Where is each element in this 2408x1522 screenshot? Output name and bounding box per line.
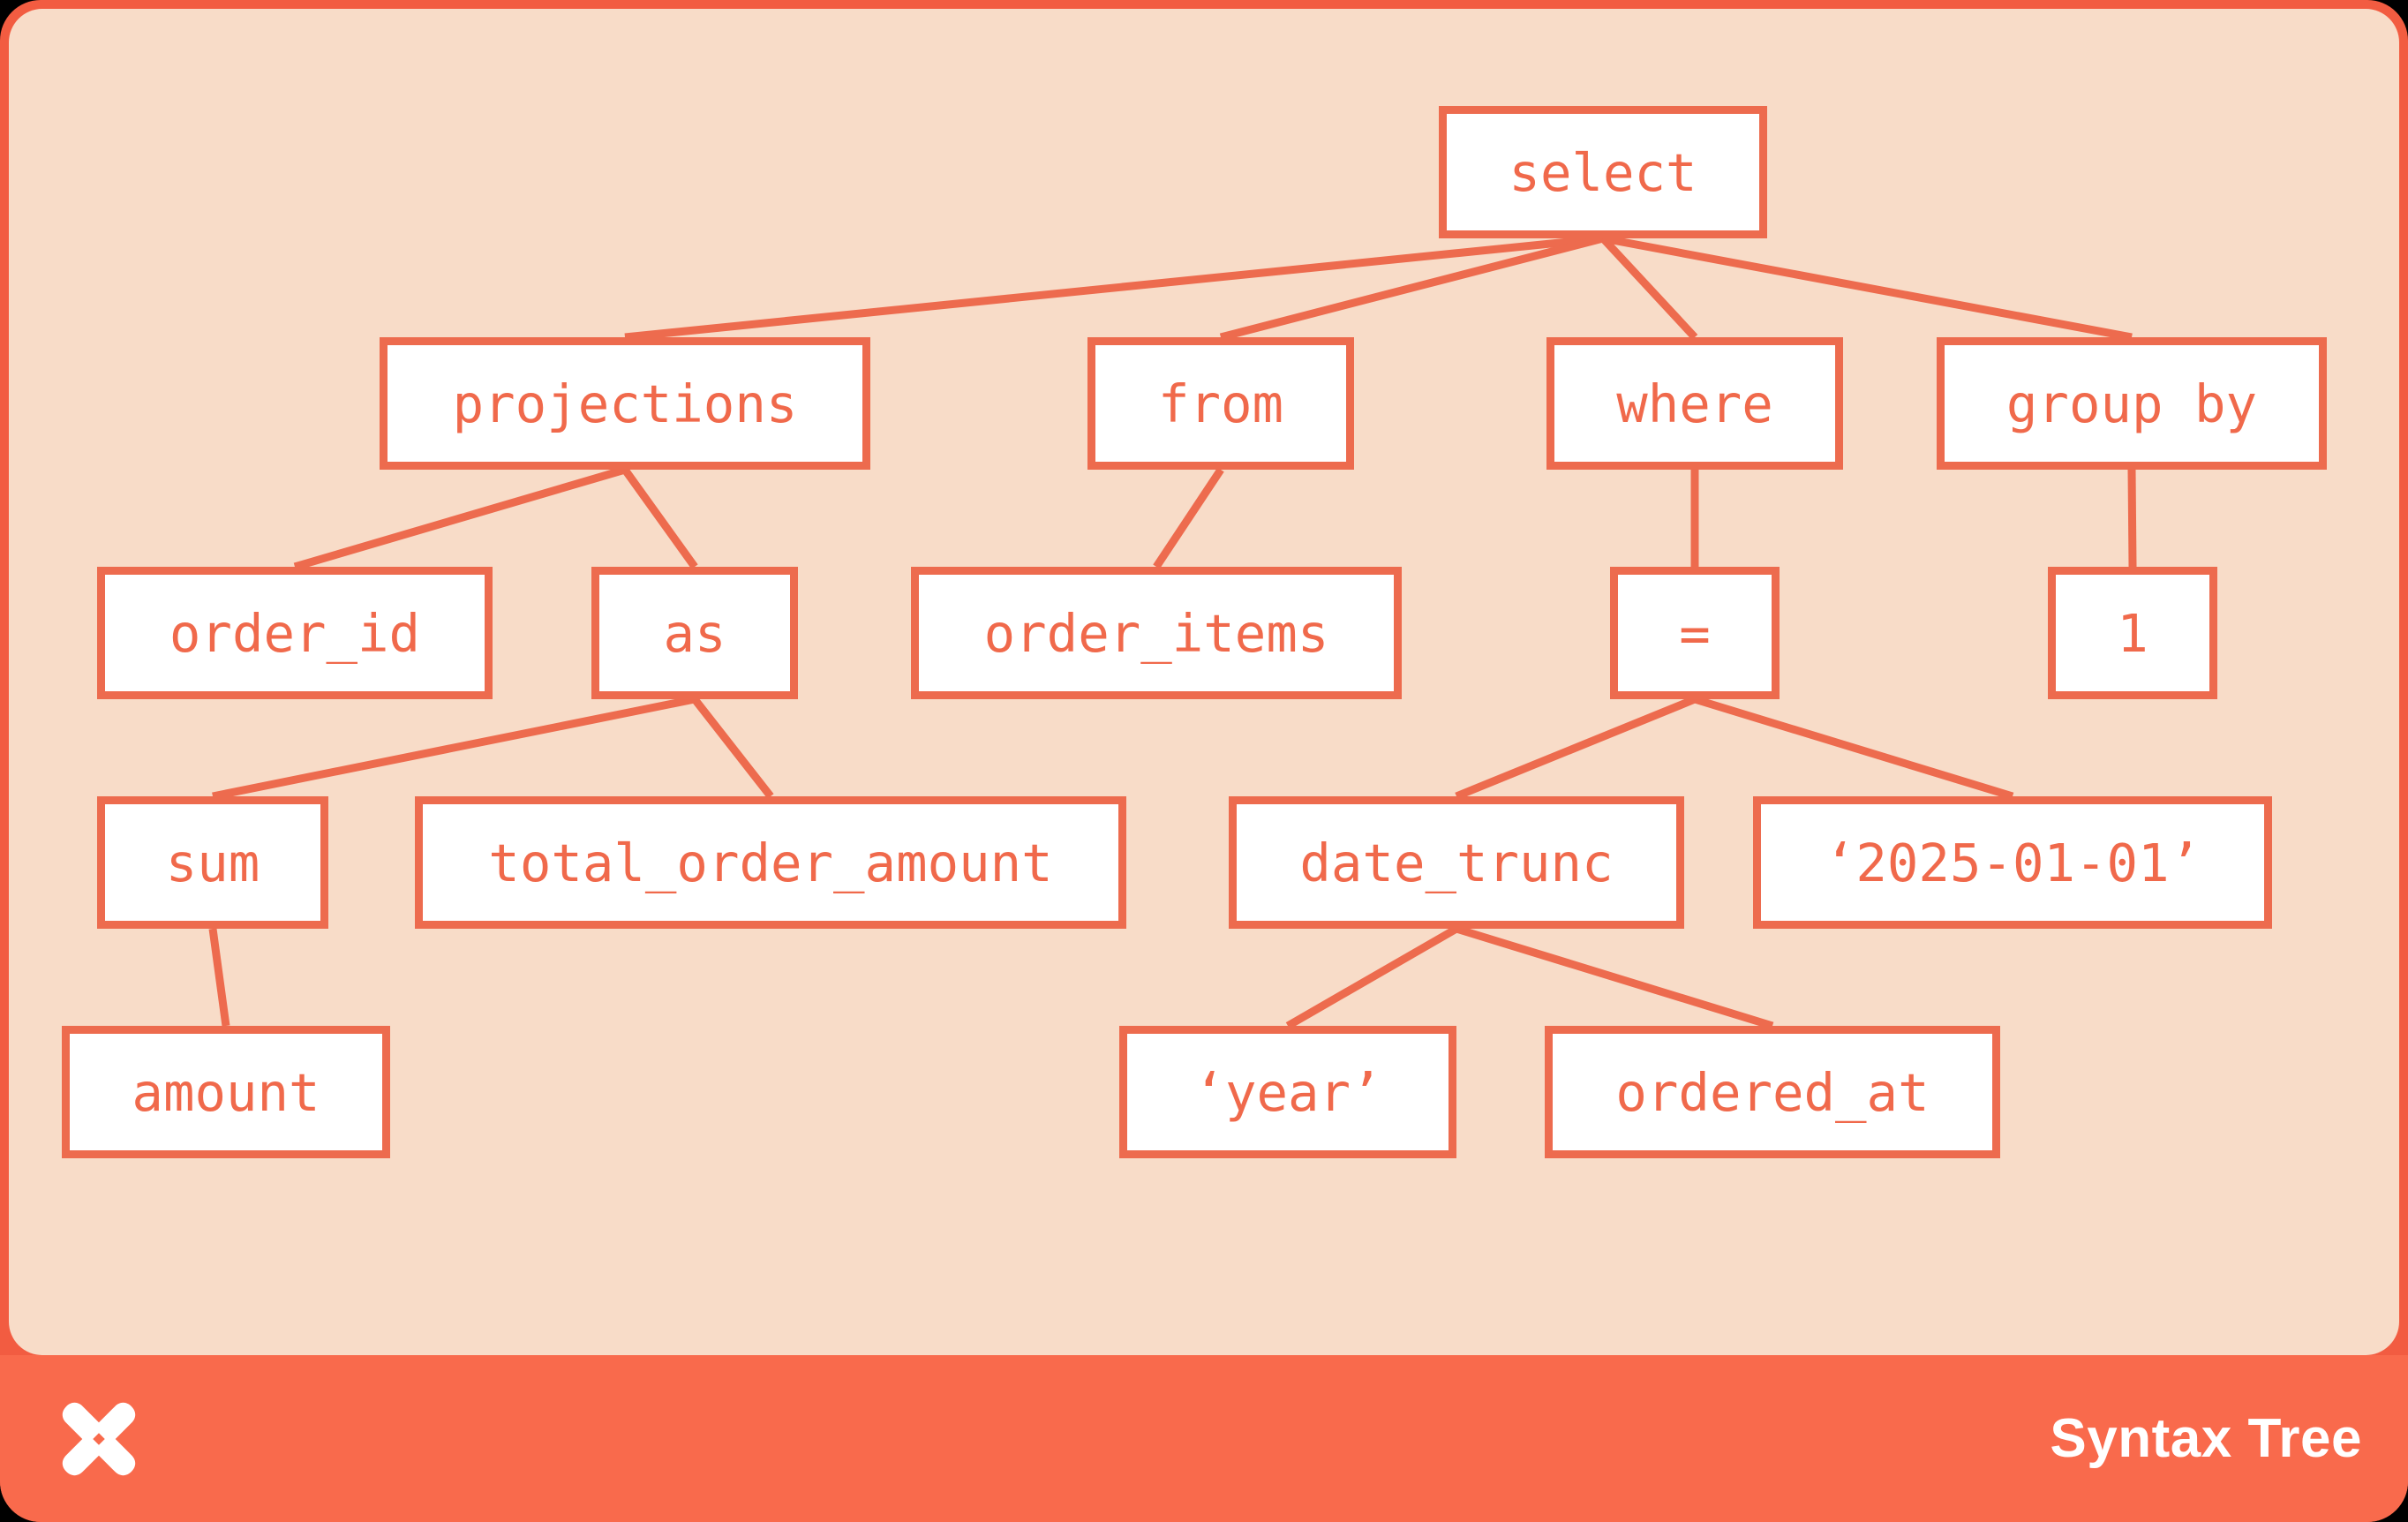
footer-bar: Syntax Tree bbox=[0, 1355, 2408, 1522]
tree-node-where[interactable]: where bbox=[1546, 337, 1843, 470]
tree-node-date-trunc[interactable]: date_trunc bbox=[1229, 796, 1684, 929]
tree-edge-sum-to-amount bbox=[208, 928, 230, 1027]
tree-edge-projections-to-order-id bbox=[293, 465, 627, 571]
footer-title: Syntax Tree bbox=[2050, 1408, 2362, 1469]
tree-node-label: as bbox=[663, 602, 726, 664]
tree-node-order-id[interactable]: order_id bbox=[97, 567, 493, 699]
tree-edge-eq-to-date-literal bbox=[1693, 695, 2014, 801]
tree-node-ordered-at[interactable]: ordered_at bbox=[1545, 1026, 2000, 1158]
tree-node-label: sum bbox=[165, 832, 260, 893]
tree-node-label: where bbox=[1616, 373, 1773, 434]
tree-node-label: ordered_at bbox=[1615, 1061, 1930, 1123]
tree-edge-from-to-order-items bbox=[1153, 467, 1224, 569]
tree-node-label: amount bbox=[132, 1061, 320, 1123]
tree-edge-select-to-from bbox=[1219, 234, 1605, 342]
tree-node-from[interactable]: from bbox=[1087, 337, 1354, 470]
tree-node-label: 1 bbox=[2117, 602, 2148, 664]
tree-node-one[interactable]: 1 bbox=[2048, 567, 2217, 699]
tree-node-select[interactable]: select bbox=[1439, 106, 1767, 238]
tree-node-label: = bbox=[1679, 602, 1711, 664]
tree-node-amount[interactable]: amount bbox=[62, 1026, 390, 1158]
tree-edge-as-to-total-order-amount bbox=[691, 697, 774, 799]
tree-node-as[interactable]: as bbox=[591, 567, 798, 699]
tree-node-label: ‘2025-01-01’ bbox=[1824, 832, 2201, 893]
tree-edge-select-to-projections bbox=[624, 234, 1604, 342]
tree-node-label: projections bbox=[452, 373, 798, 434]
tree-node-group-by[interactable]: group by bbox=[1937, 337, 2327, 470]
tree-node-label: date_trunc bbox=[1299, 832, 1614, 893]
diagram-canvas: select projections from where group by order_… bbox=[9, 9, 2399, 1355]
x-star-logo-icon bbox=[62, 1402, 136, 1475]
tree-edge-group-by-to-one bbox=[2127, 469, 2137, 568]
tree-node-label: group by bbox=[2005, 373, 2258, 434]
tree-edge-eq-to-date-trunc bbox=[1455, 695, 1697, 801]
tree-node-sum[interactable]: sum bbox=[97, 796, 328, 929]
tree-node-year-literal[interactable]: ‘year’ bbox=[1119, 1026, 1456, 1158]
tree-edge-as-to-sum bbox=[212, 695, 696, 801]
tree-edge-projections-to-as bbox=[621, 467, 698, 569]
tree-node-eq[interactable]: = bbox=[1610, 567, 1780, 699]
tree-node-date-literal[interactable]: ‘2025-01-01’ bbox=[1753, 796, 2272, 929]
tree-node-label: order_id bbox=[169, 602, 421, 664]
tree-node-label: ‘year’ bbox=[1193, 1061, 1382, 1123]
tree-node-label: select bbox=[1509, 141, 1697, 203]
tree-edges bbox=[208, 234, 2137, 1030]
tree-edge-date-trunc-to-ordered-at bbox=[1455, 924, 1774, 1030]
tree-node-total-order-amount[interactable]: total_order_amount bbox=[415, 796, 1126, 929]
tree-node-order-items[interactable]: order_items bbox=[911, 567, 1402, 699]
tree-node-label: order_items bbox=[983, 602, 1329, 664]
tree-node-label: from bbox=[1157, 373, 1284, 434]
tree-edge-select-to-group-by bbox=[1602, 234, 2133, 342]
tree-node-label: total_order_amount bbox=[488, 832, 1053, 893]
tree-edge-select-to-where bbox=[1599, 235, 1698, 341]
tree-edge-date-trunc-to-year-literal bbox=[1285, 925, 1459, 1029]
tree-node-projections[interactable]: projections bbox=[380, 337, 870, 470]
